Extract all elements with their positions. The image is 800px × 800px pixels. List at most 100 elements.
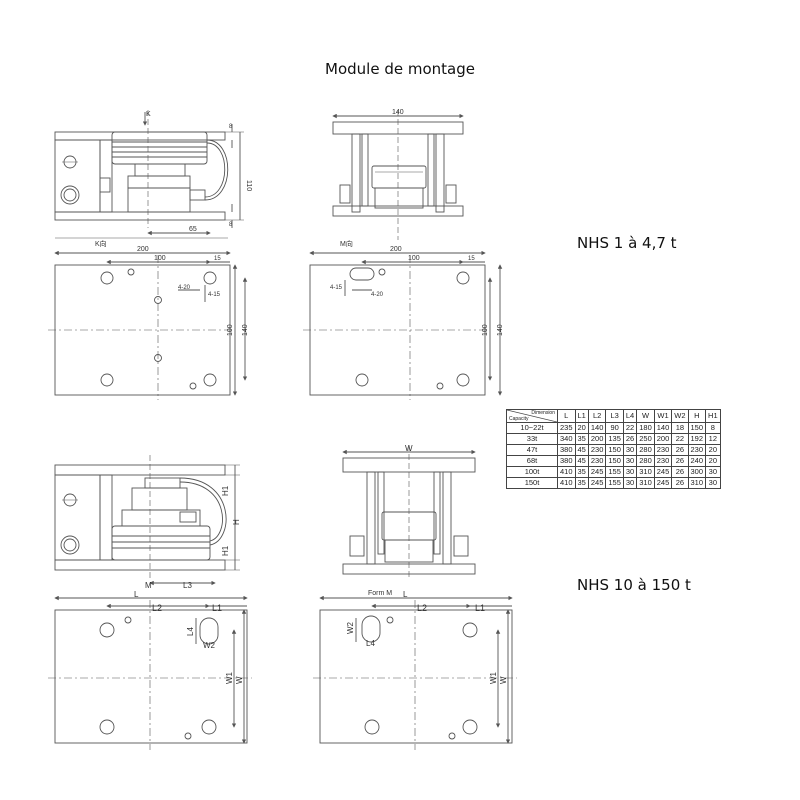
table-cell: 300 [687, 466, 707, 478]
corner-capacity-label: Capacity [509, 416, 529, 422]
large-plan-left [48, 595, 252, 750]
small-plan-right-dim-15: 15 [468, 256, 475, 262]
table-cell: 230 [653, 444, 673, 456]
table-cell: 22 [622, 422, 638, 434]
table-cell: 90 [605, 422, 624, 434]
large-front-w: W [405, 444, 413, 453]
col-header: L2 [587, 409, 607, 423]
table-cell: 240 [687, 455, 707, 467]
table-cell: 30 [622, 444, 638, 456]
table-cell: 192 [687, 433, 707, 445]
large-side-h1-bottom: H1 [221, 545, 230, 556]
table-cell: 180 [636, 422, 655, 434]
small-plan-left-dim-200: 200 [137, 246, 149, 253]
table-cell: 235 [557, 422, 576, 434]
table-cell: 230 [687, 444, 707, 456]
dimension-table-header: Dimension Capacity L L1 L2 L3 L4 W W1 W2… [506, 409, 721, 423]
large-plan-right-form: Form M [368, 590, 392, 597]
col-header: L [557, 409, 576, 423]
table-cell: 12 [705, 433, 721, 445]
table-cell: 155 [605, 477, 624, 489]
col-header: H [687, 409, 707, 423]
large-plan-right-l2: L2 [417, 603, 427, 613]
large-plan-right-w1: W1 [489, 671, 498, 684]
col-header: W1 [653, 409, 673, 423]
table-cell: 30 [622, 466, 638, 478]
table-cell: 155 [605, 466, 624, 478]
table-cell: 410 [557, 466, 576, 478]
table-cell: 20 [705, 455, 721, 467]
table-cell: 22 [671, 433, 689, 445]
large-plan-right [313, 595, 517, 750]
table-cell: 200 [587, 433, 607, 445]
table-cell: 410 [557, 477, 576, 489]
small-front-dim-140: 140 [392, 109, 404, 116]
table-cell: 200 [653, 433, 673, 445]
small-plan-right-dim-200: 200 [390, 246, 402, 253]
series-label-large: NHS 10 à 150 t [577, 576, 691, 594]
col-header: W [636, 409, 655, 423]
small-plan-right-slot: 4-20 [371, 292, 384, 298]
large-plan-left-w1: W1 [225, 671, 234, 684]
col-header: L3 [605, 409, 624, 423]
table-cell: 35 [574, 466, 589, 478]
small-plan-right-dim-140v: 140 [497, 324, 504, 336]
col-header: L4 [622, 409, 638, 423]
large-side-h1-top: H1 [221, 485, 230, 496]
table-cell: 230 [587, 455, 607, 467]
table-cell: 26 [671, 444, 689, 456]
table-cell: 30 [622, 477, 638, 489]
table-cell: 18 [671, 422, 689, 434]
series-label-small: NHS 1 à 4,7 t [577, 234, 677, 252]
small-side-marker-k: K [146, 111, 151, 118]
table-cell: 26 [622, 433, 638, 445]
small-plan-right-dim-100: 100 [408, 255, 420, 262]
table-cell: 230 [587, 444, 607, 456]
table-cell: 245 [587, 466, 607, 478]
capacity-cell: 150t [506, 477, 558, 489]
small-side-dim-8-top: 8 [229, 124, 233, 130]
large-side-h: H [232, 519, 241, 525]
large-side-l3: L3 [183, 581, 192, 590]
large-front-view [342, 445, 476, 580]
small-plan-right-dim-100v: 100 [482, 324, 489, 336]
table-cell: 45 [574, 455, 589, 467]
table-cell: 8 [705, 422, 721, 434]
table-cell: 30 [622, 455, 638, 467]
col-header: H1 [705, 409, 721, 423]
table-cell: 26 [671, 477, 689, 489]
large-plan-left-l4: L4 [186, 627, 195, 636]
small-side-section-label: K向 [95, 239, 107, 248]
small-side-view [54, 110, 244, 239]
table-corner-cell: Dimension Capacity [506, 409, 558, 423]
table-cell: 340 [557, 433, 576, 445]
small-plan-left-slot: 4-20 [178, 285, 191, 291]
page-title: Module de montage [325, 60, 475, 78]
table-cell: 280 [636, 455, 655, 467]
large-side-m: M [145, 581, 152, 590]
table-cell: 135 [605, 433, 624, 445]
table-cell: 310 [636, 477, 655, 489]
small-side-dim-height: 110 [245, 180, 252, 191]
large-plan-right-w: W [499, 676, 508, 684]
table-cell: 30 [705, 466, 721, 478]
capacity-cell: 47t [506, 444, 558, 456]
table-cell: 230 [653, 455, 673, 467]
table-cell: 245 [653, 477, 673, 489]
table-cell: 280 [636, 444, 655, 456]
table-cell: 20 [705, 444, 721, 456]
large-plan-left-l: L [134, 590, 139, 599]
small-plan-left-dim-100v: 100 [227, 324, 234, 336]
table-cell: 45 [574, 444, 589, 456]
large-plan-left-w2: W2 [203, 641, 216, 650]
table-cell: 26 [671, 455, 689, 467]
table-cell: 245 [653, 466, 673, 478]
large-plan-right-l4: L4 [366, 639, 375, 648]
large-plan-right-w2: W2 [346, 621, 355, 634]
small-plan-right-hole: 4-15 [330, 285, 343, 291]
small-plan-left-dim-140v: 140 [242, 324, 249, 336]
